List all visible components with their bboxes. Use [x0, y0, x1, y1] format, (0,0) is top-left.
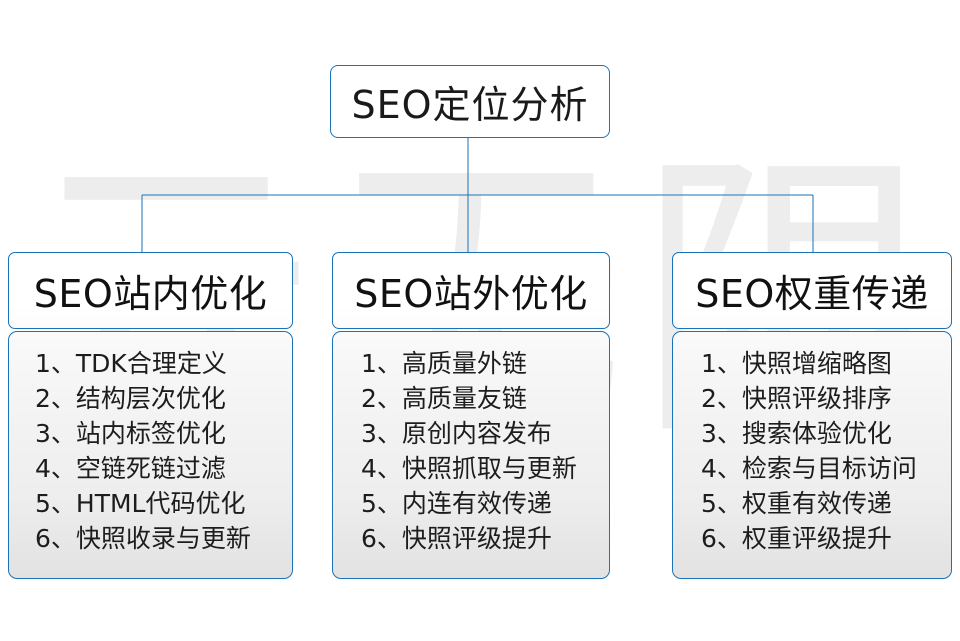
list-item: 5、HTML代码优化 — [35, 489, 246, 518]
branch-body-1: 1、TDK合理定义 2、结构层次优化 3、站内标签优化 4、空链死链过滤 5、H… — [8, 331, 293, 579]
branch-column-2: SEO站外优化 1、高质量外链 2、高质量友链 3、原创内容发布 4、快照抓取与… — [332, 252, 610, 579]
branch-header-label-2: SEO站外优化 — [354, 272, 588, 316]
list-item: 1、快照增缩略图 — [701, 349, 892, 378]
list-item: 6、权重评级提升 — [701, 524, 892, 553]
list-item: 6、快照评级提升 — [361, 524, 552, 553]
list-item: 2、高质量友链 — [361, 384, 527, 413]
root-node[interactable]: SEO定位分析 — [330, 65, 610, 138]
list-item: 1、高质量外链 — [361, 349, 527, 378]
branch-header-label-3: SEO权重传递 — [695, 272, 929, 316]
list-item: 3、原创内容发布 — [361, 419, 552, 448]
branch-column-3: SEO权重传递 1、快照增缩略图 2、快照评级排序 3、搜索体验优化 4、检索与… — [672, 252, 952, 579]
list-item: 4、快照抓取与更新 — [361, 454, 577, 483]
list-item: 3、搜索体验优化 — [701, 419, 892, 448]
list-item: 5、内连有效传递 — [361, 489, 552, 518]
list-item: 5、权重有效传递 — [701, 489, 892, 518]
branch-header-3[interactable]: SEO权重传递 — [672, 252, 952, 329]
list-item: 2、快照评级排序 — [701, 384, 892, 413]
list-item: 6、快照收录与更新 — [35, 524, 251, 553]
branch-column-1: SEO站内优化 1、TDK合理定义 2、结构层次优化 3、站内标签优化 4、空链… — [8, 252, 293, 579]
branch-header-1[interactable]: SEO站内优化 — [8, 252, 293, 329]
branch-body-2: 1、高质量外链 2、高质量友链 3、原创内容发布 4、快照抓取与更新 5、内连有… — [332, 331, 610, 579]
branch-body-3: 1、快照增缩略图 2、快照评级排序 3、搜索体验优化 4、检索与目标访问 5、权… — [672, 331, 952, 579]
list-item: 3、站内标签优化 — [35, 419, 226, 448]
list-item: 4、检索与目标访问 — [701, 454, 917, 483]
list-item: 2、结构层次优化 — [35, 384, 226, 413]
list-item: 4、空链死链过滤 — [35, 454, 226, 483]
branch-header-label-1: SEO站内优化 — [33, 272, 268, 316]
branch-header-2[interactable]: SEO站外优化 — [332, 252, 610, 329]
list-item: 1、TDK合理定义 — [35, 349, 227, 378]
root-node-label: SEO定位分析 — [351, 83, 589, 127]
